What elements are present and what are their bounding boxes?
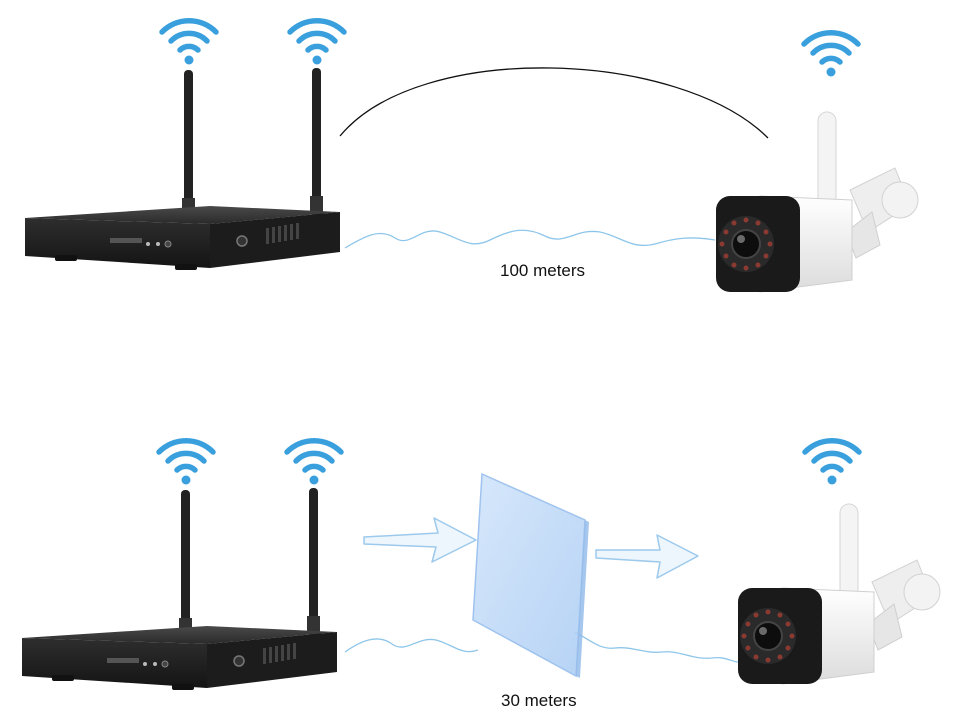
bullet-camera-icon [715,111,919,293]
nvr-recorder-icon [24,67,341,271]
wifi-signal-icon [287,441,341,485]
wifi-signal-icon [805,441,859,485]
signal-wave [344,229,716,249]
wifi-signal-icon [162,21,216,65]
distance-label-30: 30 meters [501,691,577,710]
scene-top [24,21,919,293]
wifi-signal-icon [804,33,858,77]
signal-wave [344,638,479,653]
signal-wave-weak [574,631,739,663]
range-arc [339,67,769,139]
glass-wall-icon [472,472,586,678]
bullet-camera-icon [737,503,941,685]
wifi-signal-icon [159,441,213,485]
arrow-icon [363,517,477,563]
scene-bottom [21,441,941,691]
arrow-icon [595,534,699,579]
wifi-signal-icon [290,21,344,65]
distance-label-100: 100 meters [500,261,586,280]
nvr-recorder-icon [21,487,338,691]
